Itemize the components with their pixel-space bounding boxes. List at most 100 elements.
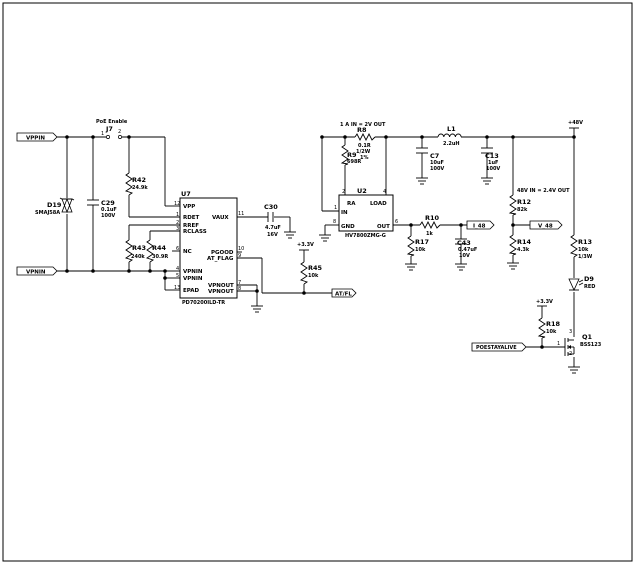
note-1a: 1 A IN = 2V OUT (340, 122, 386, 128)
port-vppin-label: VPPIN (26, 136, 45, 142)
l1-ref: L1 (447, 125, 456, 133)
u2-pin2-num: 2 (342, 189, 345, 195)
q1-pin1: 1 (557, 341, 560, 347)
u7-pin9-num: 9 (238, 253, 241, 259)
r12-value: 82k (517, 207, 528, 213)
u7-pin7-name: VPNOUT (208, 283, 234, 289)
r18-ref: R18 (546, 320, 561, 328)
r8-value1: 0.1R (358, 143, 371, 149)
resistor-r14: R14 4.3k (508, 234, 532, 256)
j7-title: PoE Enable (96, 119, 128, 125)
led-d9: D9 RED (568, 275, 595, 291)
resistor-r17: R17 10k (406, 235, 429, 257)
r13-value2: 1/3W (578, 254, 593, 260)
r45-supply-label: +3.3V (297, 242, 314, 248)
u2-pin6-num: 6 (395, 219, 398, 225)
u7-pin8-name: VPNOUT (208, 289, 234, 295)
u7-pin11-num: 11 (238, 211, 244, 217)
c7-value2: 100V (430, 166, 444, 172)
u7-pin9-name: AT_FLAG (207, 256, 234, 262)
note-48v: 48V IN = 2.4V OUT (517, 188, 570, 194)
capacitor-c29: C29 0.1uF 100V (87, 199, 117, 219)
inductor-l1: L1 2.2uH (437, 125, 462, 147)
c30-ref: C30 (264, 203, 278, 211)
u7-pin13-name: EPAD (183, 288, 200, 294)
c30-value2: 16V (267, 232, 278, 238)
c43-ref: C43 (457, 239, 471, 247)
d19-value: SMAJ58A (35, 210, 60, 216)
r17-ref: R17 (415, 238, 429, 246)
q1-ref: Q1 (582, 333, 593, 341)
u7-pin5-name: VPNIN (183, 276, 203, 282)
d9-value: RED (584, 284, 595, 290)
r10-ref: R10 (425, 214, 440, 222)
port-vpnin: VPNIN (16, 266, 58, 276)
resistor-r12: 48V IN = 2.4V OUT R12 82k (508, 188, 570, 216)
ground-u7 (251, 305, 263, 313)
r43-value: 240k (131, 254, 145, 260)
ground-c7 (416, 177, 428, 185)
port-atfl: AT/FL (331, 288, 357, 298)
r45-value: 10k (308, 273, 319, 279)
resistor-r44: R44 30.9R (145, 239, 168, 263)
capacitor-c13: C13 1uF 100V (481, 147, 500, 172)
r18-value: 10k (546, 329, 557, 335)
r17-value: 10k (415, 247, 426, 253)
r13-supply-label: +48V (568, 120, 583, 126)
r8-value2: 1/2W (356, 149, 371, 155)
u2-pin8-name: GND (341, 224, 355, 230)
u7-pin12-name: VPP (183, 204, 195, 210)
c13-ref: C13 (485, 152, 499, 160)
u7-pin13-num: 13 (174, 285, 180, 291)
jumper-j7: PoE Enable J7 1 2 (96, 119, 128, 139)
d9-ref: D9 (584, 275, 594, 283)
resistor-r43: R43 240k (124, 239, 146, 263)
u7-pin6-num: 6 (176, 246, 179, 252)
c29-ref: C29 (101, 199, 115, 207)
port-vpnin-label: VPNIN (26, 270, 46, 276)
ground-symbols (251, 177, 580, 374)
u2-pin4-num: 4 (383, 189, 386, 195)
port-v48: V_48 (529, 220, 563, 230)
c29-value2: 100V (101, 213, 115, 219)
ic-u7: U7 PD70200ILD-TR 12 VPP 1 RDET 2 RREF 3 … (172, 190, 244, 306)
u7-pin6-name: NC (183, 249, 192, 255)
ground-q1 (568, 366, 580, 374)
wires (57, 128, 575, 367)
j7-pin2: 2 (118, 129, 121, 135)
port-atfl-label: AT/FL (335, 292, 352, 298)
port-poestayalive-label: POESTAYALIVE (476, 345, 517, 351)
r42-value: 24.9k (132, 185, 148, 191)
ground-c30 (284, 231, 296, 239)
capacitor-c7: C7 10uF 100V (416, 147, 444, 172)
u2-part: HV7800ZMG-G (345, 233, 386, 239)
mosfet-q1: Q1 BSS123 1 2 3 (557, 329, 602, 357)
port-v48-label: V_48 (538, 224, 553, 230)
r42-ref: R42 (132, 176, 146, 184)
u7-pin2-name: RREF (183, 223, 199, 229)
ground-r17 (405, 263, 417, 271)
u7-pin10-num: 10 (238, 246, 244, 252)
u2-ref: U2 (357, 187, 367, 195)
q1-pin2: 2 (569, 351, 572, 357)
c7-ref: C7 (430, 152, 439, 160)
ic-u2: U2 HV7800ZMG-G 2 RA 4 LOAD 1 IN 8 GND 6 … (333, 187, 398, 239)
u2-pin2-name: RA (347, 201, 356, 207)
resistor-r18: +3.3V R18 10k (536, 299, 561, 339)
r14-value: 4.3k (517, 247, 530, 253)
c30-value1: 4.7uF (265, 225, 281, 231)
r8-ref: R8 (357, 126, 367, 134)
u7-pin4-name: VPNIN (183, 269, 203, 275)
u7-pin11-name: VAUX (212, 215, 229, 221)
u2-pin8-num: 8 (333, 219, 336, 225)
junctions (65, 135, 576, 349)
q1-value: BSS123 (580, 342, 602, 348)
r13-value1: 10k (578, 247, 589, 253)
u7-pin4-num: 4 (176, 266, 179, 272)
port-vppin: VPPIN (16, 132, 58, 142)
u7-pin12-num: 12 (174, 201, 180, 207)
d19-ref: D19 (47, 201, 62, 209)
resistor-r9: R9 698R (340, 144, 361, 166)
u2-pin6-name: OUT (377, 224, 390, 230)
